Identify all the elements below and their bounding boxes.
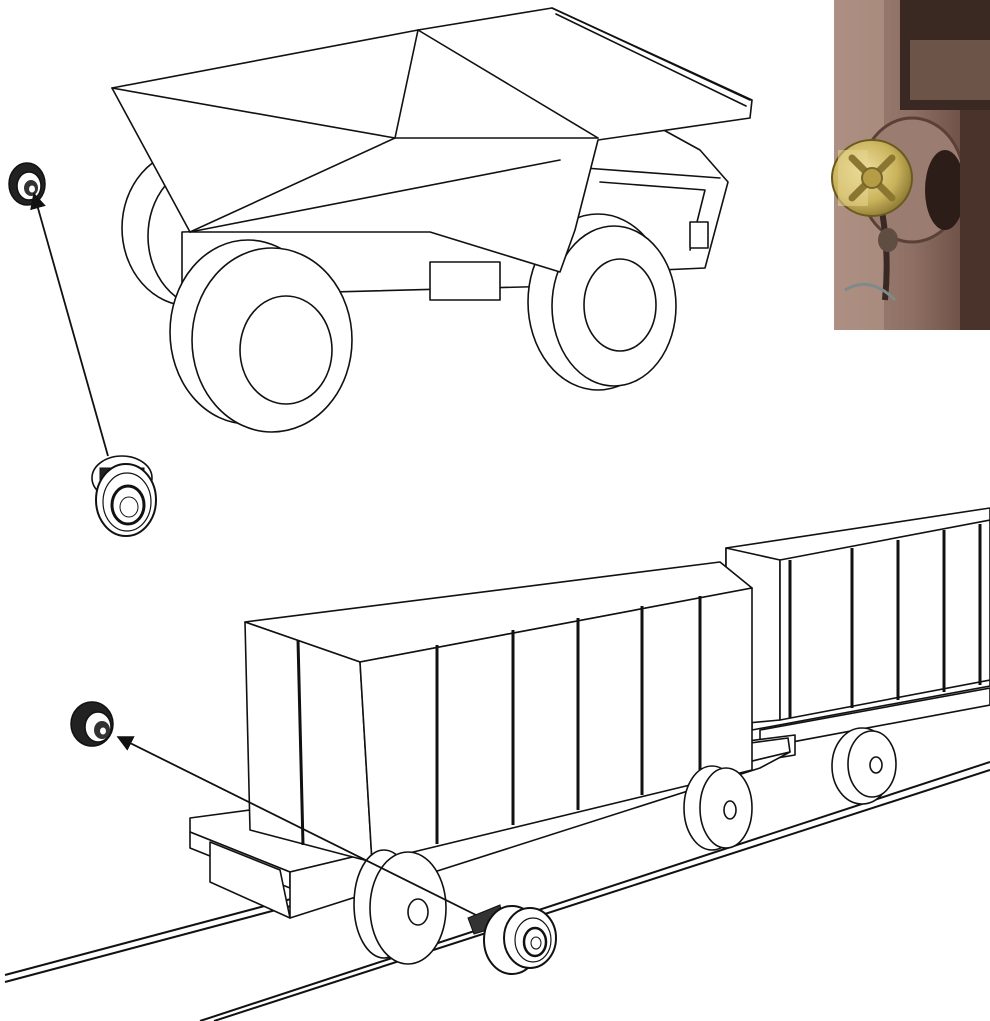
rfid-tag-large-1: [92, 456, 156, 536]
rfid-tag-large-2: [468, 905, 556, 974]
callout-arrow-1: [34, 194, 108, 456]
rfid-tag-small-1: [9, 163, 45, 205]
ore-rail-car-front: [190, 562, 790, 964]
rfid-tag-small-2: [71, 702, 113, 746]
haul-truck: [112, 8, 752, 432]
rfid-tag-photo: [832, 0, 990, 330]
